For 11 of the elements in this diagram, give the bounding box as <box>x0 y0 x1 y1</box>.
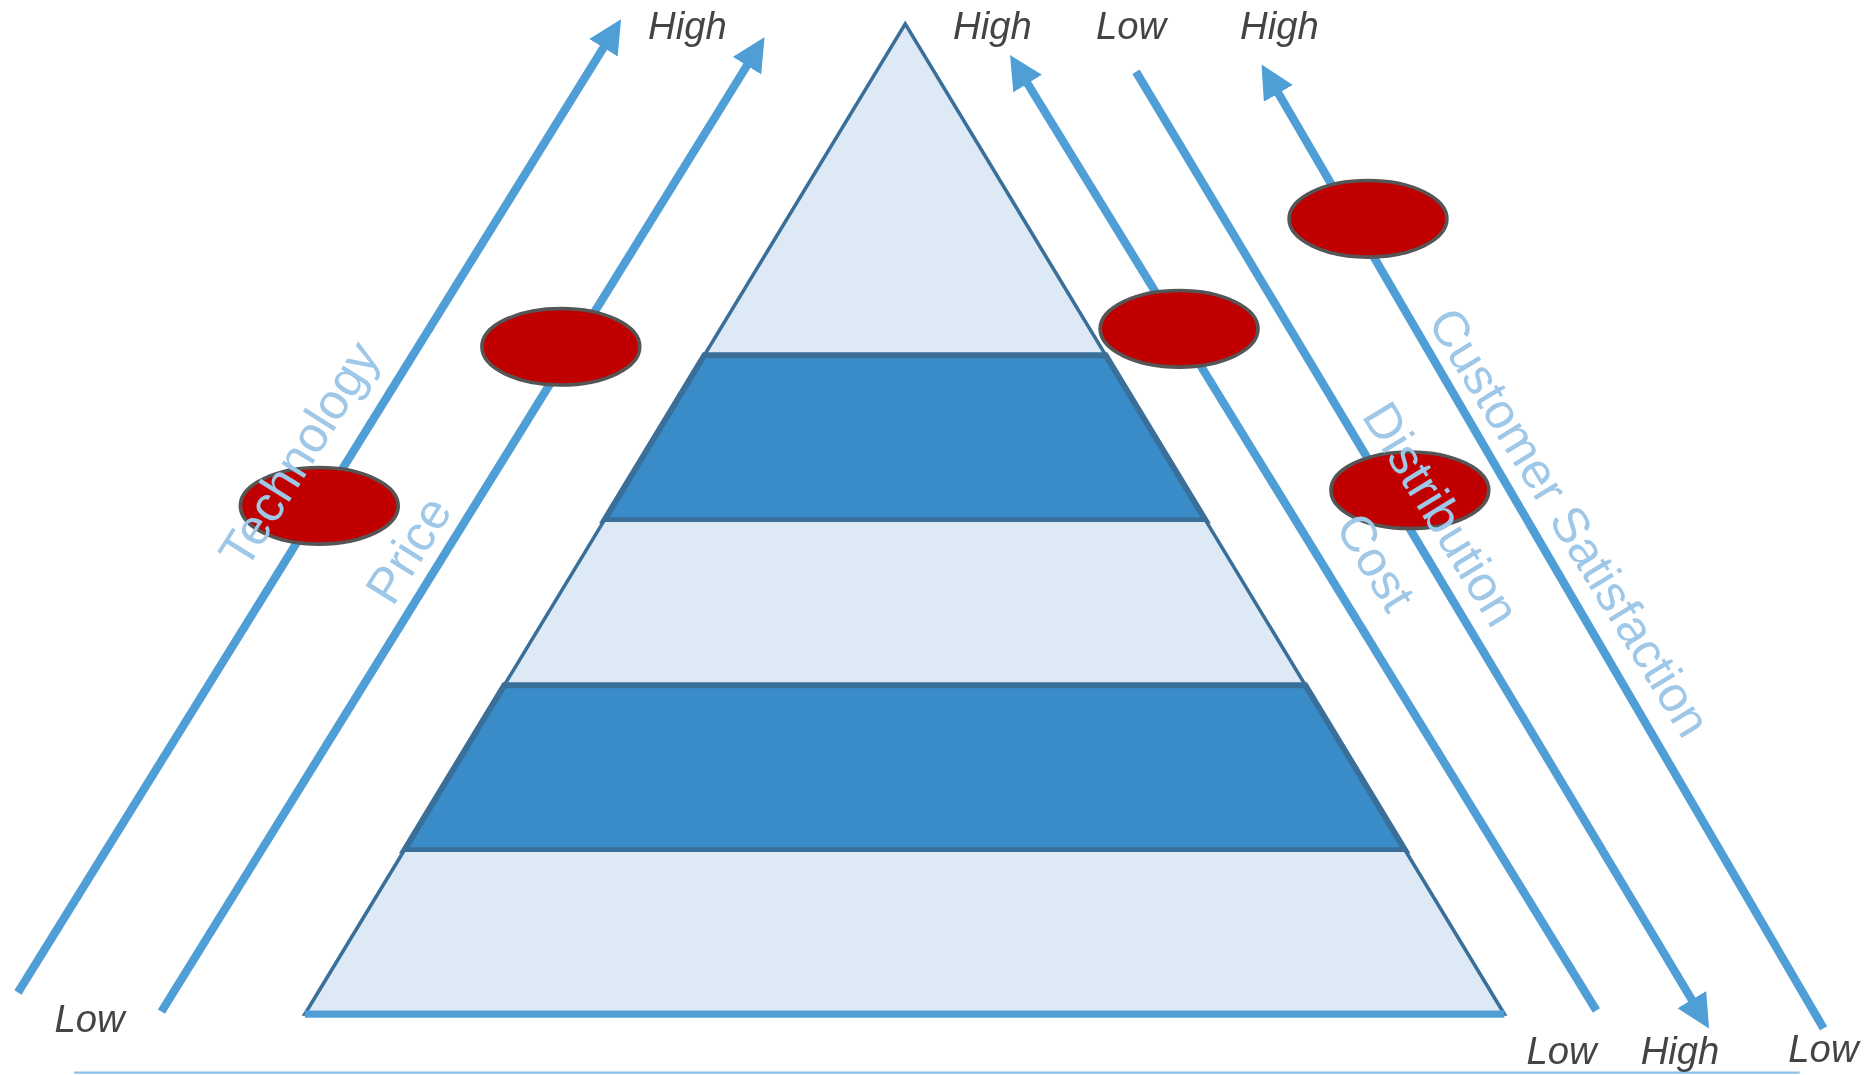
axis-end-label: Low <box>54 996 125 1041</box>
position-marker <box>1287 178 1449 259</box>
axis-end-label: High <box>648 4 727 49</box>
axis-end-label: Low <box>1788 1026 1859 1071</box>
axis-end-label: Low <box>1526 1029 1597 1074</box>
axis-end-label: High <box>1240 4 1319 49</box>
position-marker <box>480 306 642 387</box>
axis-end-label: High <box>1640 1029 1720 1074</box>
axis-end-label: Low <box>1095 4 1167 49</box>
position-marker <box>1098 288 1260 369</box>
axis-end-label: High <box>953 4 1032 49</box>
